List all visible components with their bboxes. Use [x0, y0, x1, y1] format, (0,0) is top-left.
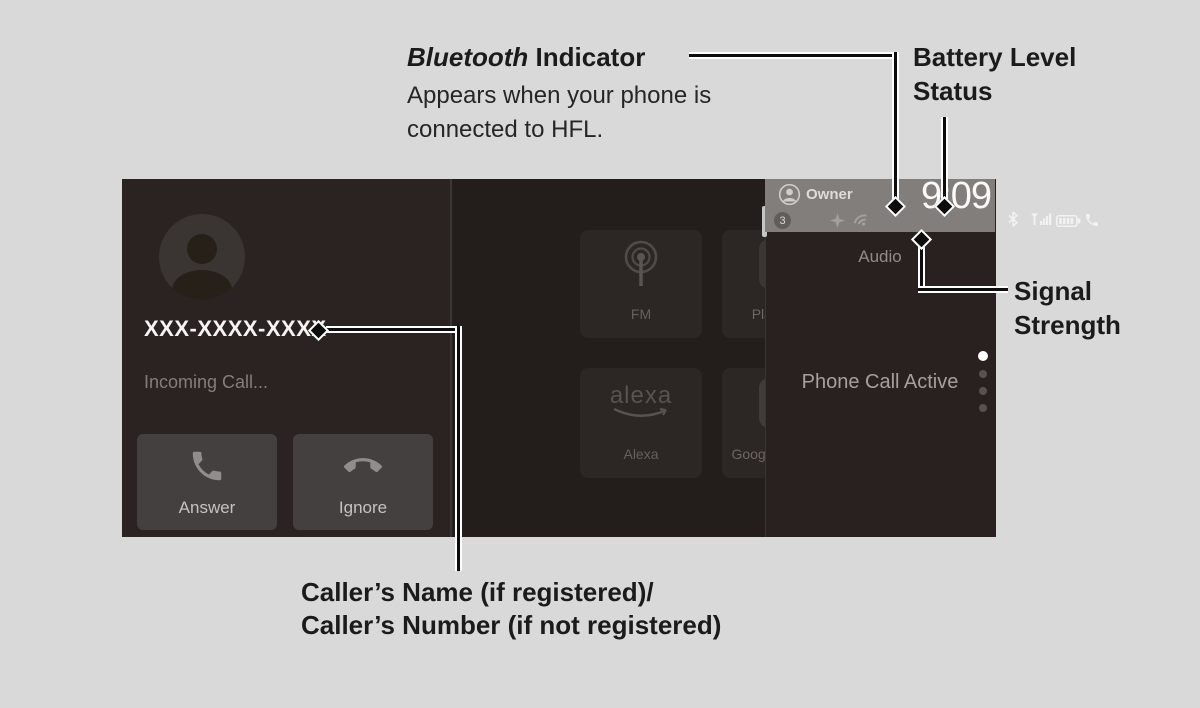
bluetooth-word: Bluetooth — [407, 42, 529, 72]
phone-call-active-text: Phone Call Active — [801, 371, 959, 393]
dimmed-wifi-icon — [849, 209, 874, 235]
bluetooth-indicator-label: Bluetooth Indicator — [407, 40, 645, 74]
dimmed-sparkle-icon — [830, 213, 845, 233]
fm-broadcast-icon — [580, 230, 702, 298]
clock-time: 9:09 — [921, 175, 992, 217]
answer-button-label: Answer — [178, 497, 236, 517]
caller-name-number-label: Caller’s Name (if registered)/ Caller’s … — [301, 577, 722, 640]
audio-header: Audio — [858, 247, 902, 266]
ignore-button[interactable]: Ignore — [293, 434, 433, 530]
bluetooth-icon — [1008, 211, 1018, 232]
ignore-button-label: Ignore — [338, 497, 388, 517]
call-status-text: Incoming Call... — [144, 372, 269, 392]
signal-callout-line-v — [918, 247, 925, 289]
alexa-logo: alexa — [580, 368, 702, 438]
answer-button[interactable]: Answer — [137, 434, 277, 530]
notification-count-badge: 3 — [774, 212, 791, 229]
bluetooth-callout-line-h — [689, 52, 899, 59]
page-dots — [978, 351, 988, 412]
phone-active-icon — [1084, 212, 1100, 233]
audio-panel — [765, 179, 996, 537]
caller-number: XXX-XXXX-XXXX — [144, 316, 327, 341]
battery-level-status-label: Battery Level Status — [913, 42, 1077, 106]
avatar-body-shape — [172, 270, 232, 300]
battery-callout-line-v — [941, 117, 948, 199]
signal-callout-line-h — [918, 286, 1008, 293]
app-label-fm: FM — [630, 306, 652, 322]
app-tile-alexa[interactable]: alexa Alexa — [580, 368, 702, 478]
infotainment-screen: XXX-XXXX-XXXX Incoming Call... Answer Ig… — [122, 175, 1098, 537]
owner-label[interactable]: Owner — [806, 186, 853, 203]
battery-icon — [1056, 214, 1081, 232]
avatar-head-shape — [187, 234, 217, 264]
page-dot — [978, 351, 988, 361]
page-dot — [979, 404, 987, 412]
caller-callout-line-h — [326, 326, 462, 333]
incoming-call-panel: XXX-XXXX-XXXX Incoming Call... Answer Ig… — [122, 179, 450, 537]
caller-callout-line-v — [455, 326, 462, 571]
page-dot — [979, 387, 987, 395]
scroll-indicator[interactable] — [762, 206, 767, 237]
app-label-alexa: Alexa — [623, 446, 659, 462]
status-bar: Owner 9:09 3 — [765, 175, 1098, 235]
app-tile-fm[interactable]: FM — [580, 230, 702, 338]
ignore-phone-icon — [342, 447, 384, 490]
indicator-word: Indicator — [528, 42, 646, 72]
bluetooth-description: Appears when your phone is connected to … — [407, 82, 712, 143]
answer-phone-icon — [188, 447, 226, 490]
owner-avatar-icon[interactable] — [778, 183, 801, 211]
page-dot — [979, 370, 987, 378]
app-grid-panel: FM Play Store alexa Alexa — [450, 179, 888, 537]
bluetooth-callout-line-v — [892, 52, 899, 199]
signal-strength-label: Signal Strength — [1014, 276, 1121, 340]
caller-avatar — [159, 214, 245, 300]
cellular-signal-icon — [1031, 212, 1052, 231]
